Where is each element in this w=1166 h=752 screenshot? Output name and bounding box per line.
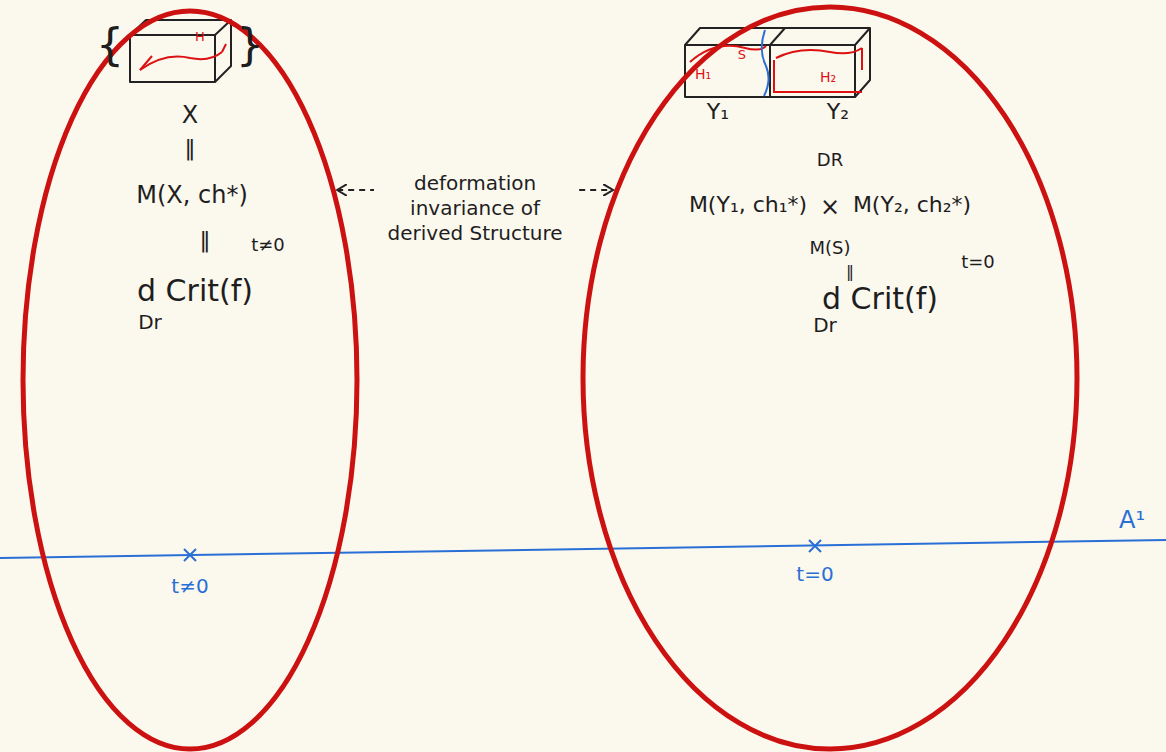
annotation-label: H₁ bbox=[695, 67, 711, 82]
annotation-label: t=0 bbox=[796, 563, 833, 585]
math-text: d Crit(f) bbox=[137, 274, 253, 307]
math-text: × bbox=[820, 194, 840, 220]
math-text: Dr bbox=[138, 311, 162, 333]
math-text: t=0 bbox=[961, 252, 995, 272]
annotation-label: A¹ bbox=[1119, 507, 1145, 533]
math-text: ‖ bbox=[846, 263, 854, 281]
math-text: Dr bbox=[813, 314, 837, 336]
annotation-label: S bbox=[738, 48, 746, 62]
math-text: { bbox=[96, 21, 124, 69]
edge-label: deformation invariance of derived Struct… bbox=[374, 169, 576, 248]
math-text: M(Y₂, ch₂*) bbox=[853, 193, 971, 217]
math-text: M(S) bbox=[809, 238, 850, 258]
annotation-label: H₂ bbox=[820, 70, 836, 85]
math-text: X bbox=[182, 102, 198, 128]
math-text: DR bbox=[817, 150, 843, 170]
math-text: M(X, ch*) bbox=[136, 182, 248, 208]
math-text: ‖ bbox=[185, 136, 196, 160]
math-text: Y₁ bbox=[707, 100, 729, 124]
math-text: ‖ bbox=[200, 228, 211, 252]
math-text: } bbox=[236, 21, 264, 69]
ellipse-region: {}X‖M(X, ch*)‖d Crit(f)t≠0Dr bbox=[20, 8, 360, 752]
math-text: Y₂ bbox=[827, 100, 849, 124]
math-text: M(Y₁, ch₁*) bbox=[689, 193, 807, 217]
annotation-label: t≠0 bbox=[171, 575, 208, 597]
math-text: d Crit(f) bbox=[822, 282, 938, 315]
annotation-label: H bbox=[195, 30, 205, 44]
ellipse-region: Y₁ Y₂ DR M(Y₁, ch₁*) × M(Y₂, ch₂*) M(S) ‖d Crit… bbox=[580, 4, 1080, 752]
math-text: t≠0 bbox=[251, 235, 285, 255]
